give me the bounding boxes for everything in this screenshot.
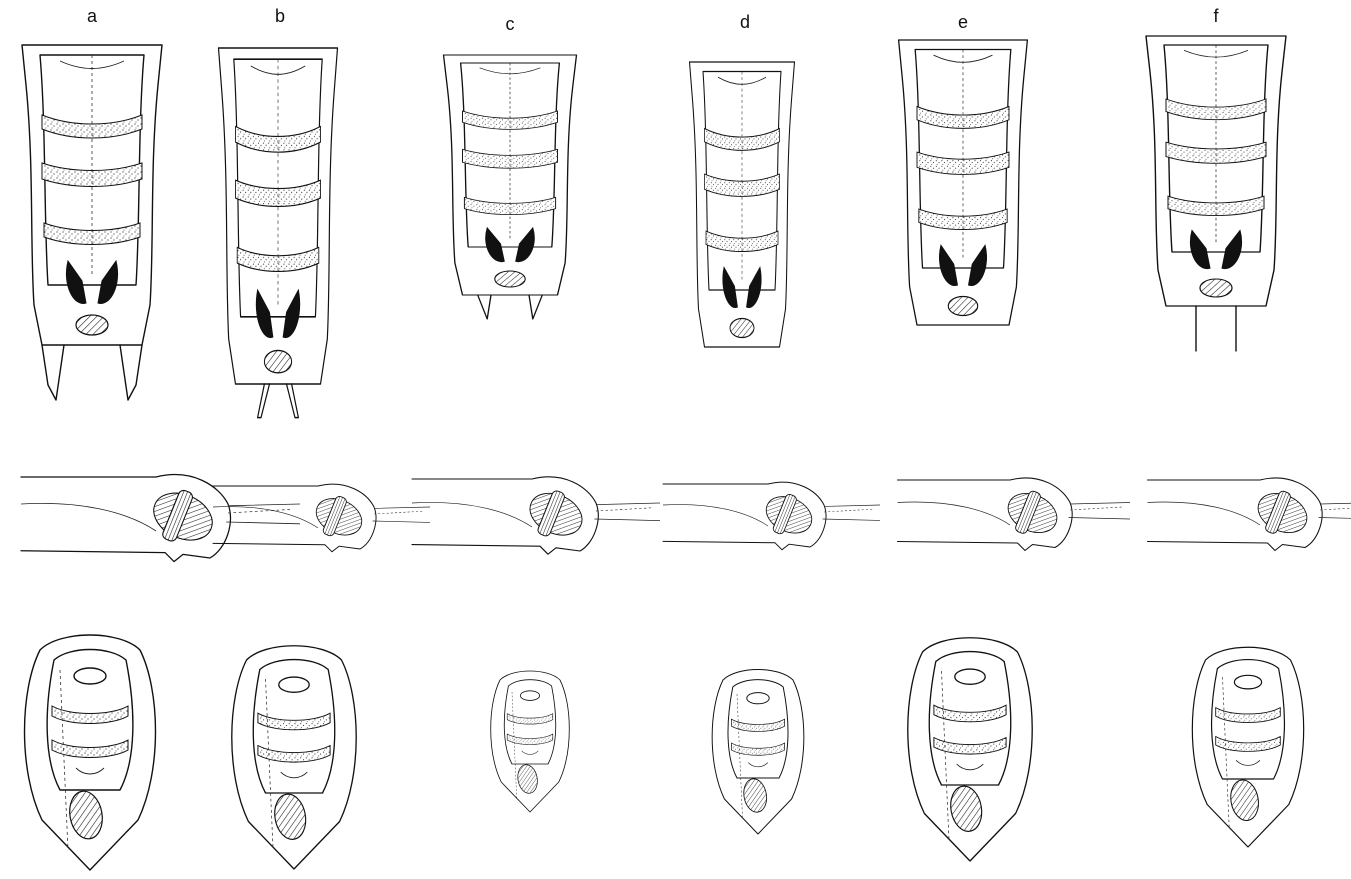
specimen-a-ventral: [25, 635, 156, 870]
specimen-b-dorsal: [219, 48, 338, 418]
specimen-f-dorsal: [1146, 36, 1286, 351]
specimen-f-lateral: [1148, 478, 1351, 550]
specimen-d-ventral: [712, 670, 804, 835]
specimen-d-lateral: [663, 482, 880, 550]
specimen-c-ventral: [491, 671, 570, 812]
specimen-e-lateral: [898, 478, 1131, 550]
specimen-a-lateral: [21, 475, 300, 562]
specimen-e-dorsal: [899, 40, 1028, 325]
specimen-d-dorsal: [690, 62, 795, 347]
specimen-e-ventral: [908, 638, 1032, 861]
specimen-f-ventral: [1192, 647, 1303, 847]
specimen-c-dorsal: [444, 55, 577, 319]
specimen-a-dorsal: [22, 45, 162, 400]
specimen-c-lateral: [412, 477, 660, 554]
specimen-b-ventral: [232, 646, 356, 869]
specimen-b-lateral: [213, 484, 430, 552]
